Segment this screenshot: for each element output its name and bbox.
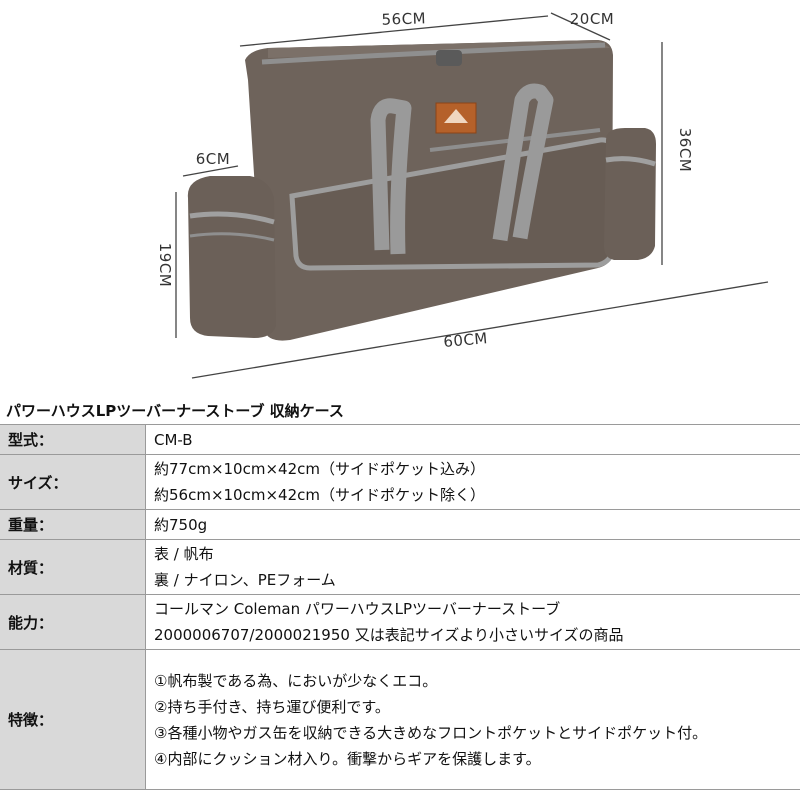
dim-width-top: 56CM: [381, 9, 426, 29]
spec-value-line: ②持ち手付き、持ち運び便利です。: [154, 697, 390, 716]
spec-row: 能力： コールマン Coleman パワーハウスLPツーバーナーストーブ 20000…: [0, 594, 800, 650]
spec-value: コールマン Coleman パワーハウスLPツーバーナーストーブ 20000067…: [145, 594, 800, 650]
spec-value-line: 約750g: [154, 515, 208, 534]
dim-line-width-top: [239, 15, 549, 47]
right-side-pocket: [604, 128, 656, 260]
spec-value-line: 表 / 帆布: [154, 545, 214, 563]
product-title: パワーハウスLPツーバーナーストーブ 収納ケース: [6, 402, 344, 420]
left-side-pocket: [187, 176, 276, 338]
spec-value-line: ④内部にクッション材入り。衝撃からギアを保護します。: [154, 749, 541, 768]
product-figure: 56CM 20CM 36CM 6CM 19CM 60CM: [156, 9, 769, 379]
dim-side-height: 19CM: [156, 243, 174, 288]
spec-value-line: 約77cm×10cm×42cm（サイドポケット込み）: [154, 460, 485, 478]
spec-row: 材質：表 / 帆布裏 / ナイロン、PEフォーム: [0, 539, 800, 595]
spec-key: 型式：: [0, 424, 146, 455]
spec-value: ①帆布製である為、においが少なくエコ。 ②持ち手付き、持ち運び便利です。 ③各種小物…: [145, 649, 800, 790]
right-handle: [492, 83, 554, 242]
spec-value: CM-B: [145, 424, 800, 455]
dim-line-side-depth: [182, 165, 239, 177]
spec-value: 約750g: [145, 509, 800, 540]
spec-row: 重量： 約750g: [0, 509, 800, 540]
spec-value-line: 2000006707/2000021950 又は表記サイズより小さいサイズの商品: [154, 626, 624, 644]
spec-row: サイズ： 約77cm×10cm×42cm（サイドポケット込み） 約56cm×10cm…: [0, 454, 800, 510]
spec-key: 重量：: [0, 509, 146, 540]
spec-value-line: 約56cm×10cm×42cm（サイドポケット除く）: [154, 486, 485, 504]
dim-line-total-width: [191, 281, 769, 379]
spec-row: 特徴： ①帆布製である為、においが少なくエコ。 ②持ち手付き、持ち運び便利です。 ③各…: [0, 649, 800, 790]
spec-value: 約77cm×10cm×42cm（サイドポケット込み） 約56cm×10cm×42c…: [145, 454, 800, 510]
spec-value-line: ①帆布製である為、においが少なくエコ。: [154, 671, 438, 690]
spec-value-line: コールマン Coleman パワーハウスLPツーバーナーストーブ: [154, 600, 561, 618]
spec-key: サイズ：: [0, 454, 146, 510]
spec-value-line: ③各種小物やガス缶を収納できる大きめなフロントポケットとサイドポケット付。: [154, 723, 708, 742]
spec-value: 表 / 帆布裏 / ナイロン、PEフォーム: [145, 539, 800, 595]
dim-height-right: 36CM: [676, 128, 694, 173]
spec-table: 型式： CM-B サイズ： 約77cm×10cm×42cm（サイドポケット込み） 約56…: [0, 424, 800, 790]
spec-key: 材質：: [0, 539, 146, 595]
spec-value-line: CM-B: [154, 430, 193, 449]
spec-row: 型式： CM-B: [0, 424, 800, 455]
right-pocket-zipper: [605, 156, 656, 167]
spec-key: 能力：: [0, 594, 146, 650]
left-pocket-zipper: [189, 211, 275, 225]
dim-line-depth-top: [550, 12, 611, 41]
dim-depth-top: 20CM: [570, 10, 615, 28]
spec-key: 特徴：: [0, 649, 146, 790]
spec-value-line: 裏 / ナイロン、PEフォーム: [154, 571, 336, 589]
left-handle: [370, 98, 412, 255]
dim-total-width: 60CM: [443, 329, 489, 351]
zipper-pull: [436, 50, 462, 66]
dim-side-depth: 6CM: [196, 150, 230, 168]
top-zipper: [261, 42, 606, 65]
